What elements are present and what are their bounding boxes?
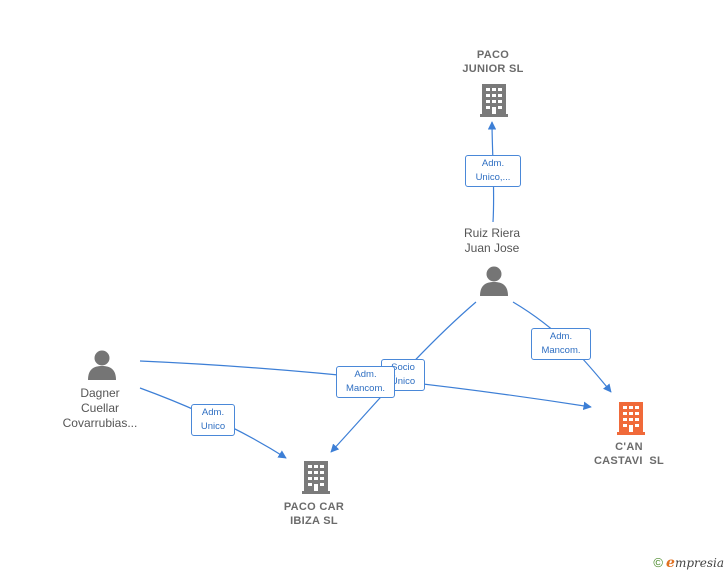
brand-rest: mpresia — [674, 556, 724, 570]
dagner-label[interactable]: Dagner Cuellar Covarrubias... — [52, 386, 148, 431]
edge-label-line-1: Socio — [391, 362, 415, 373]
edge-label-line-2: Mancom. — [345, 383, 386, 394]
edge-label-adm-unico-paco-junior[interactable]: Adm. Unico,... — [465, 155, 521, 187]
brand-e: e — [666, 555, 675, 571]
paco-junior-label-line-2: JUNIOR SL — [462, 63, 524, 75]
edge-label-adm-unico-paco-car[interactable]: Adm. Unico — [191, 404, 235, 436]
paco-junior-label-line-1: PACO — [476, 49, 510, 61]
dagner-label-line-1: Dagner — [80, 386, 120, 400]
dagner-label-line-2: Cuellar — [80, 401, 119, 415]
brand-name: empresia — [666, 555, 724, 571]
edge-label-adm-mancom-can-castavi[interactable]: Adm. Mancom. — [531, 328, 591, 360]
edge-label-line-1: Adm. — [201, 407, 225, 418]
edge-label-adm-mancom-dagner[interactable]: Adm. Mancom. — [336, 366, 395, 398]
edge-label-line-1: Adm. — [481, 158, 505, 169]
can-castavi-label-line-1: C'AN — [615, 441, 643, 453]
paco-junior-label[interactable]: PACO JUNIOR SL — [452, 48, 534, 76]
paco-junior-building-icon[interactable] — [480, 84, 508, 117]
empresia-logo[interactable]: ©empresia — [653, 555, 724, 571]
edge-label-line-2: Unico — [200, 421, 226, 432]
paco-car-label-line-1: PACO CAR — [283, 501, 345, 513]
ruiz-riera-label-line-1: Ruiz Riera — [463, 226, 520, 240]
ruiz-riera-label-line-2: Juan Jose — [464, 241, 520, 255]
edge-label-line-1: Adm. — [354, 369, 377, 380]
ruiz-riera-label[interactable]: Ruiz Riera Juan Jose — [446, 226, 538, 256]
edge-label-line-1: Adm. — [549, 331, 573, 342]
paco-car-label[interactable]: PACO CAR IBIZA SL — [272, 500, 356, 528]
ruiz-riera-person-icon[interactable] — [480, 266, 508, 297]
can-castavi-building-icon[interactable] — [617, 402, 645, 435]
copyright-icon: © — [653, 555, 664, 570]
edge-label-line-2: Único — [390, 376, 416, 387]
dagner-person-icon[interactable] — [88, 350, 116, 381]
can-castavi-label[interactable]: C'AN CASTAVI SL — [584, 440, 674, 468]
can-castavi-label-line-2: CASTAVI SL — [593, 455, 665, 467]
edge-label-line-2: Unico,... — [475, 172, 511, 183]
edge-label-line-2: Mancom. — [541, 345, 581, 356]
dagner-label-line-3: Covarrubias... — [62, 416, 138, 430]
paco-car-building-icon[interactable] — [302, 461, 330, 494]
paco-car-label-line-2: IBIZA SL — [290, 515, 338, 527]
